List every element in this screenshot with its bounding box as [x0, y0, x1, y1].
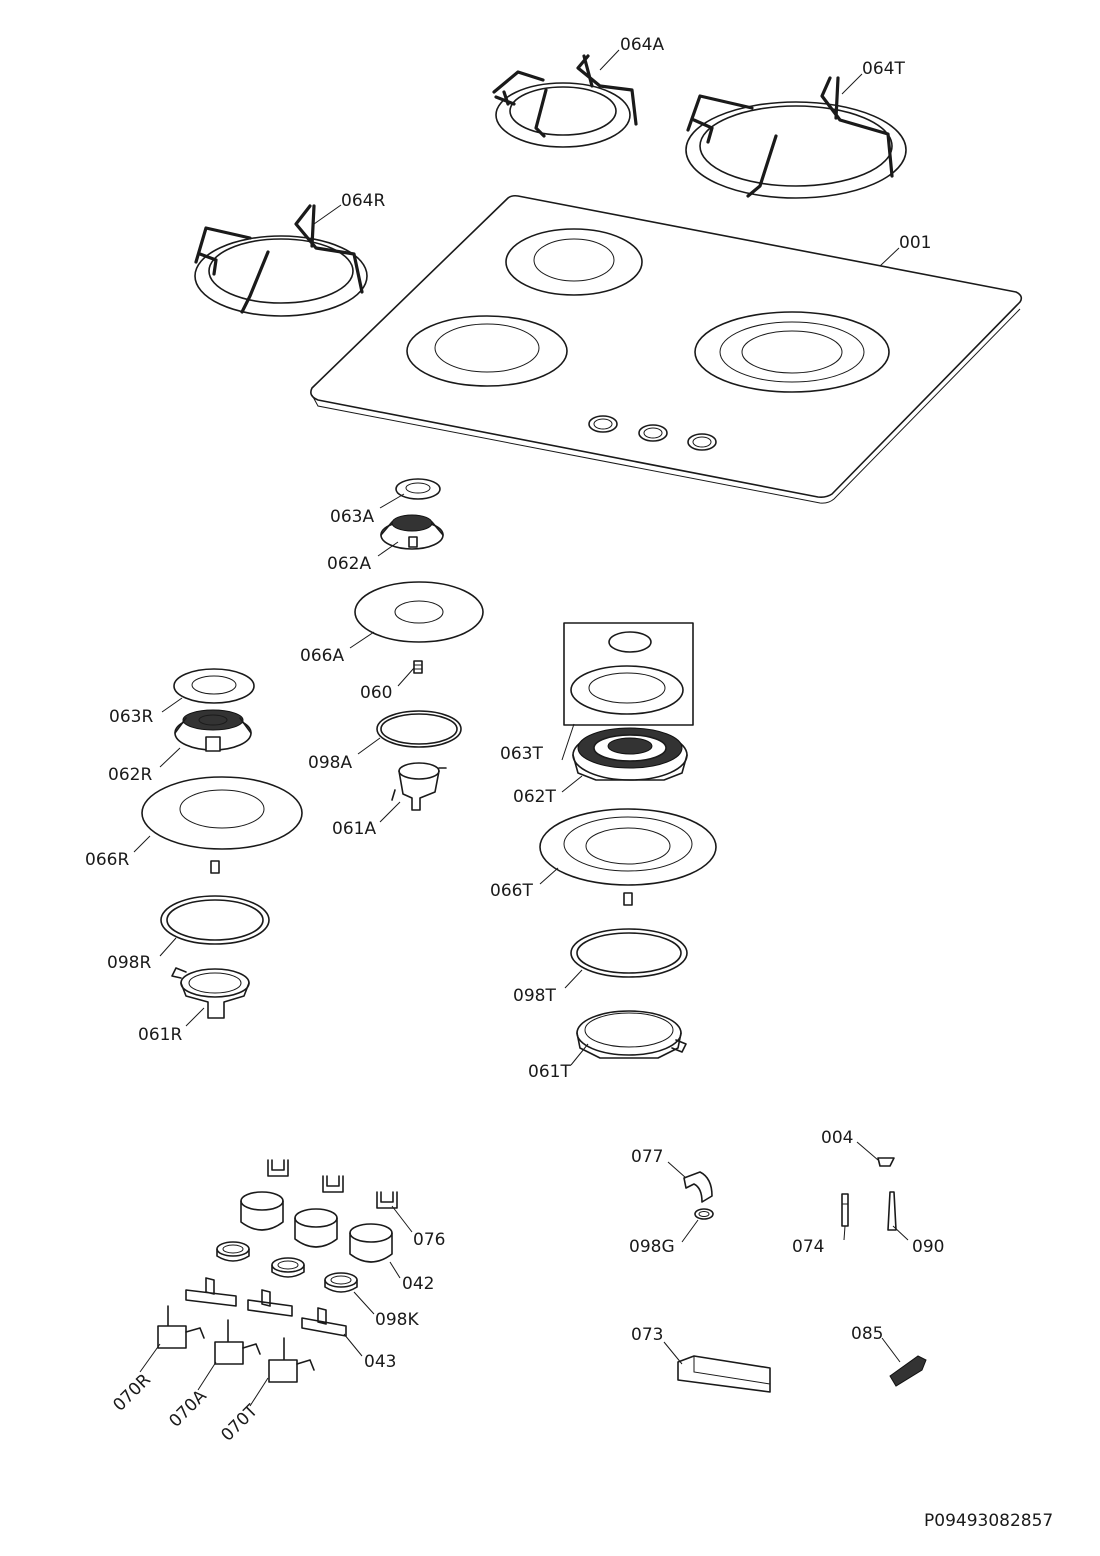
- label-061R: 061R: [138, 1025, 182, 1045]
- part-062T-burner-crown[interactable]: [572, 727, 688, 781]
- label-077: 077: [631, 1147, 663, 1167]
- label-066A: 066A: [300, 646, 344, 666]
- part-062A-burner-crown[interactable]: [380, 514, 444, 550]
- label-063T: 063T: [500, 744, 543, 764]
- label-004: 004: [821, 1128, 853, 1148]
- part-085-bracket[interactable]: [889, 1355, 927, 1387]
- label-070A: 070A: [165, 1386, 211, 1432]
- label-085: 085: [851, 1324, 883, 1344]
- leader-lines: [133, 49, 909, 1407]
- part-043-valve-brackets[interactable]: [185, 1277, 347, 1337]
- label-064T: 064T: [862, 59, 905, 79]
- label-098G: 098G: [629, 1237, 675, 1257]
- part-098T-seal[interactable]: [570, 928, 688, 978]
- label-060: 060: [360, 683, 392, 703]
- part-098R-seal[interactable]: [160, 895, 270, 945]
- part-042-control-knobs[interactable]: [240, 1191, 393, 1263]
- part-injector-R[interactable]: [210, 860, 220, 874]
- label-098A: 098A: [308, 753, 352, 773]
- part-066R-spillage-plate[interactable]: [141, 776, 303, 850]
- label-062T: 062T: [513, 787, 556, 807]
- part-066A-spillage-plate[interactable]: [354, 581, 484, 643]
- label-061T: 061T: [528, 1062, 571, 1082]
- part-001-hob-top[interactable]: [310, 194, 1023, 504]
- label-063R: 063R: [109, 707, 153, 727]
- label-098K: 098K: [375, 1310, 419, 1330]
- part-074-thermocouple[interactable]: [841, 1193, 849, 1227]
- label-098T: 098T: [513, 986, 556, 1006]
- part-063R-burner-cap[interactable]: [173, 668, 255, 704]
- drawing-code: P09493082857: [924, 1511, 1053, 1531]
- label-098R: 098R: [107, 953, 151, 973]
- label-073: 073: [631, 1325, 663, 1345]
- label-066R: 066R: [85, 850, 129, 870]
- label-001: 001: [899, 233, 931, 253]
- part-063T-burner-caps[interactable]: [563, 622, 694, 726]
- part-062R-burner-crown[interactable]: [174, 709, 252, 752]
- label-061A: 061A: [332, 819, 376, 839]
- part-090-ignition-plug[interactable]: [887, 1191, 897, 1231]
- part-064A-pan-support[interactable]: [492, 54, 638, 148]
- label-062R: 062R: [108, 765, 152, 785]
- part-064T-pan-support[interactable]: [685, 76, 907, 199]
- part-077-elbow-connector[interactable]: [683, 1171, 713, 1203]
- label-042: 042: [402, 1274, 434, 1294]
- part-061R-burner-base[interactable]: [171, 967, 250, 1019]
- label-066T: 066T: [490, 881, 533, 901]
- label-070T: 070T: [217, 1401, 262, 1446]
- part-061T-burner-base[interactable]: [576, 1010, 687, 1059]
- label-074: 074: [792, 1237, 824, 1257]
- label-064R: 064R: [341, 191, 385, 211]
- part-070-gas-taps[interactable]: [157, 1305, 315, 1383]
- part-098A-seal[interactable]: [376, 710, 462, 748]
- part-063A-burner-cap[interactable]: [395, 478, 441, 500]
- part-098G-seal[interactable]: [694, 1208, 714, 1220]
- part-073-ignition-module[interactable]: [677, 1355, 771, 1393]
- label-090: 090: [912, 1237, 944, 1257]
- label-064A: 064A: [620, 35, 664, 55]
- part-injector-T[interactable]: [623, 892, 633, 906]
- part-004-clip[interactable]: [877, 1157, 895, 1167]
- part-066T-spillage-plate[interactable]: [539, 808, 717, 886]
- part-098K-knob-seals[interactable]: [216, 1241, 358, 1293]
- part-061A-burner-base[interactable]: [391, 762, 447, 811]
- part-064R-pan-support[interactable]: [194, 204, 368, 317]
- part-060-injector[interactable]: [413, 660, 423, 674]
- label-076: 076: [413, 1230, 445, 1250]
- label-070R: 070R: [109, 1370, 155, 1416]
- part-076-knob-springs[interactable]: [267, 1159, 398, 1209]
- label-063A: 063A: [330, 507, 374, 527]
- label-062A: 062A: [327, 554, 371, 574]
- label-043: 043: [364, 1352, 396, 1372]
